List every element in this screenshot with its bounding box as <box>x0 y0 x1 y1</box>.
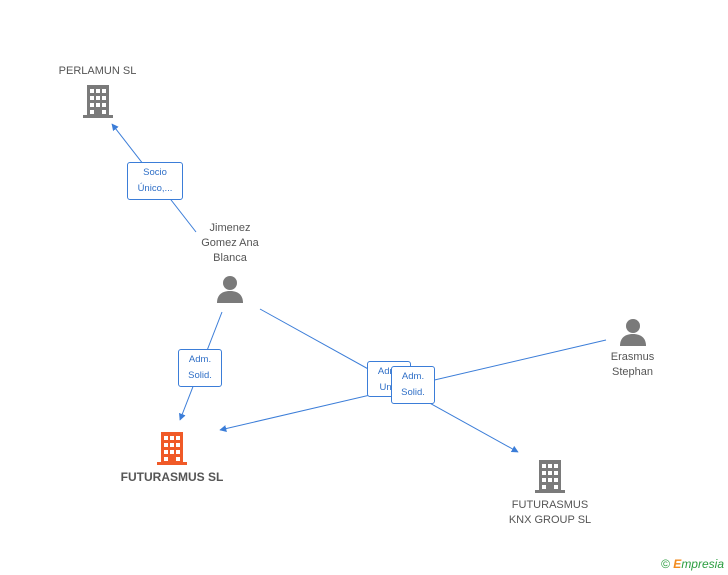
brand-initial: E <box>673 557 682 571</box>
building-icon <box>535 460 565 493</box>
edge-label-socio-line-1: Socio <box>143 167 167 178</box>
edge-label-adm-mid-front-line-1: Adm. <box>401 371 425 382</box>
node-jimenez[interactable]: Jimenez Gomez Ana Blanca <box>180 221 280 304</box>
person-icon <box>217 276 243 303</box>
node-erasmus[interactable]: Erasmus Stephan <box>590 317 675 380</box>
person-icon <box>619 319 646 346</box>
node-knx[interactable]: FUTURASMUS KNX GROUP SL <box>495 458 605 528</box>
edge-label-adm-mid-front-line-2: Solid. <box>401 387 425 398</box>
node-perlamun[interactable]: PERLAMUN SL <box>40 64 155 119</box>
edge-label-adm-left-line-2: Solid. <box>188 370 212 381</box>
node-erasmus-label-line-2: Stephan <box>612 366 653 378</box>
edge-label-adm-mid-back-line-1: Adm. <box>377 366 401 377</box>
edge-label-adm-mid-back-line-2: Unic <box>379 382 399 393</box>
building-icon <box>157 432 187 465</box>
node-futurasmus-label: FUTURASMUS SL <box>120 470 224 484</box>
empresia-watermark: © Empresia <box>661 557 724 571</box>
edge-label-adm-left-line-1: Adm. <box>188 354 212 365</box>
edge-label-socio[interactable]: Socio Único,... <box>127 162 183 200</box>
node-perlamun-label: PERLAMUN SL <box>58 65 137 77</box>
edge-label-socio-line-2: Único,... <box>137 183 173 194</box>
node-erasmus-label-line-1: Erasmus <box>610 351 655 363</box>
node-jimenez-label-line-2: Gomez Ana <box>201 237 259 249</box>
edge-label-adm-left[interactable]: Adm. Solid. <box>178 349 222 387</box>
node-jimenez-label-line-1: Jimenez <box>209 222 251 234</box>
node-knx-label-line-2: KNX GROUP SL <box>508 514 592 526</box>
node-knx-label-line-1: FUTURASMUS <box>511 499 589 511</box>
brand-name: mpresia <box>681 557 724 571</box>
copyright-symbol: © <box>661 557 670 571</box>
edge-label-adm-mid-front[interactable]: Adm. Solid. <box>391 366 435 404</box>
node-futurasmus[interactable]: FUTURASMUS SL <box>112 430 232 484</box>
node-jimenez-label-line-3: Blanca <box>213 252 247 264</box>
building-icon <box>82 85 113 118</box>
